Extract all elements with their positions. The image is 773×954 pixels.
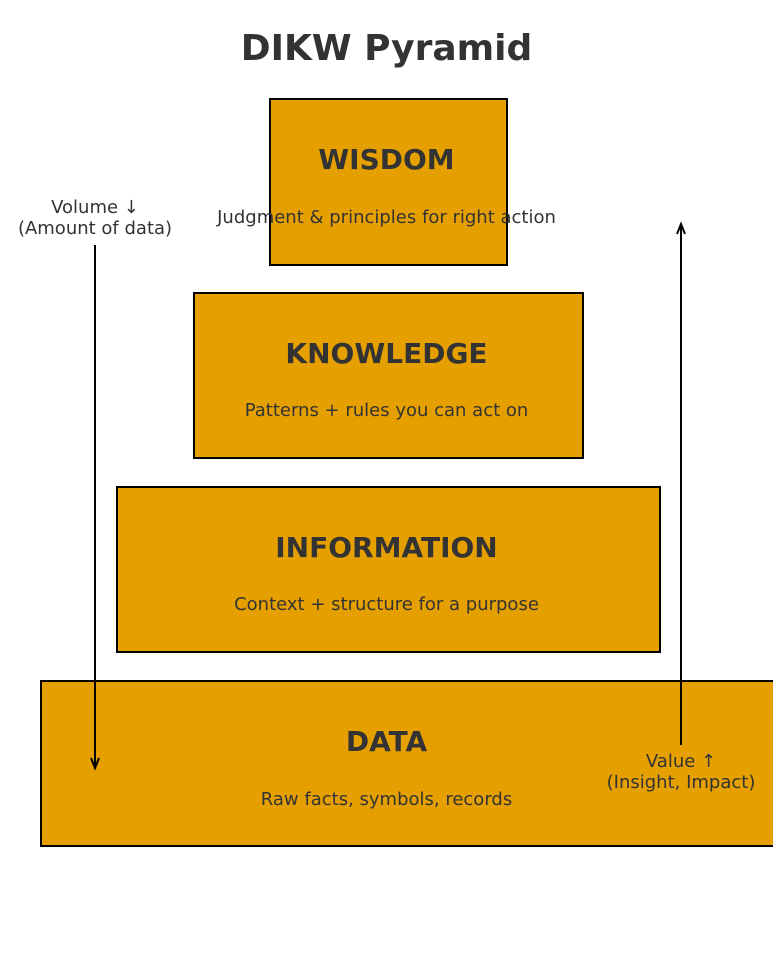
value-label: Value ↑ (Insight, Impact) (581, 751, 773, 793)
volume-label-line2: (Amount of data) (17, 218, 173, 239)
level-name: DATA (345, 725, 428, 758)
volume-label: Volume ↓ (Amount of data) (0, 197, 195, 239)
diagram-title: DIKW Pyramid (240, 28, 533, 69)
value-label-line1: Value ↑ (645, 751, 717, 772)
level-name: WISDOM (318, 143, 455, 176)
volume-label-line1: Volume ↓ (51, 197, 139, 218)
data-box (40, 680, 773, 847)
level-description: Context + structure for a purpose (234, 594, 539, 615)
information-box (116, 486, 661, 653)
level-name: KNOWLEDGE (285, 337, 488, 370)
knowledge-box (193, 292, 584, 459)
level-description: Raw facts, symbols, records (260, 789, 513, 810)
volume-arrow (90, 245, 100, 771)
wisdom-box (269, 98, 508, 266)
value-arrow (676, 221, 686, 745)
level-name: INFORMATION (275, 531, 498, 564)
level-description: Judgment & principles for right action (217, 207, 556, 228)
value-label-line2: (Insight, Impact) (606, 772, 756, 793)
level-description: Patterns + rules you can act on (244, 400, 529, 421)
